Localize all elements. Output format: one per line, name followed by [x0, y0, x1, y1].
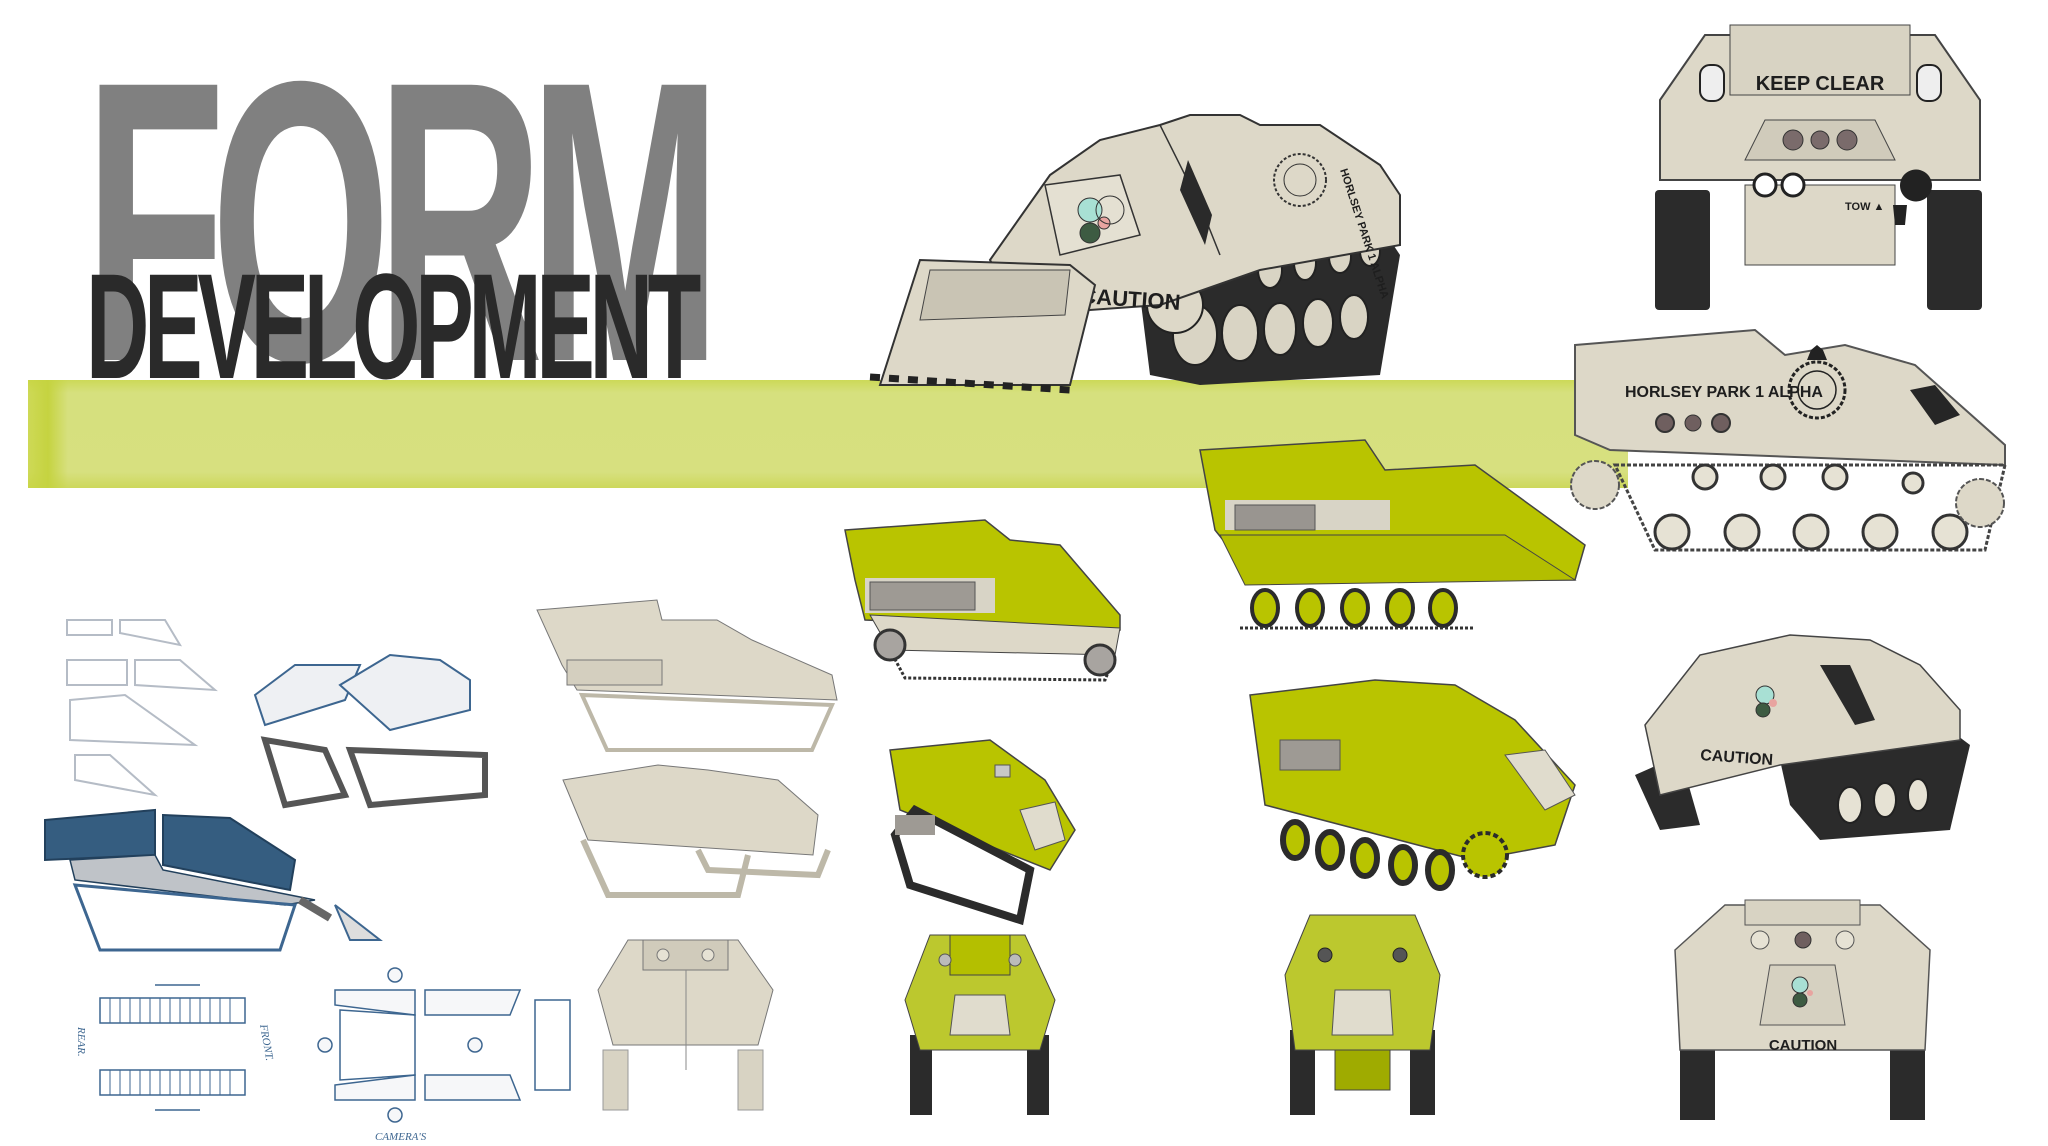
bulldozer-bucket	[869, 258, 1097, 394]
side-name-decal: HORLSEY PARK 1 ALPHA	[1625, 384, 1823, 401]
final-iso-render: CAUTION	[1635, 634, 1970, 840]
green-side-render-large	[1199, 439, 1586, 630]
nsw-rfs-emblem	[1787, 345, 1847, 420]
green-iso-render-small	[889, 739, 1076, 926]
green-iso-render-large	[1249, 679, 1576, 891]
green-front-render-large	[1284, 914, 1441, 1115]
final-front-render: CAUTION	[1674, 899, 1931, 1120]
sketch-top-view-cameras: CAMERA'S	[317, 967, 571, 1143]
stripe-decal	[1910, 385, 1960, 425]
caution-decal: CAUTION	[1769, 1037, 1837, 1054]
sketch-side-blue	[44, 808, 383, 952]
left-track	[1655, 190, 1710, 310]
bulldozer-iso-render: CAUTION HORLSEY PARK 1 ALPHA	[869, 114, 1401, 394]
sketch-top-view-tracks: REAR. FRONT.	[75, 984, 275, 1111]
track-outline	[1612, 463, 2007, 552]
sketch-iso-chassis	[253, 653, 488, 809]
keep-clear-decal: KEEP CLEAR	[1756, 73, 1885, 95]
sketch-panels	[66, 619, 218, 797]
front-label: FRONT.	[257, 1022, 275, 1061]
beige-side-render	[536, 599, 838, 752]
nsw-emblem	[1273, 153, 1327, 207]
cameras-label: CAMERA'S	[375, 1131, 427, 1143]
green-side-render-small	[844, 519, 1121, 682]
right-track	[1927, 190, 1982, 310]
rear-label: REAR.	[75, 1026, 87, 1057]
beige-front-render	[597, 939, 774, 1111]
caution-decal: CAUTION	[1700, 747, 1774, 769]
tow-decal: TOW ▲	[1845, 201, 1884, 213]
title-form: FORM	[84, 0, 722, 445]
side-view-render: HORLSEY PARK 1 ALPHA	[1570, 328, 2007, 552]
title-development: DEVELOPMENT	[86, 242, 701, 410]
green-front-render-small	[904, 934, 1056, 1115]
beige-iso-render	[562, 764, 831, 898]
skull-decal-icon	[1893, 169, 1932, 225]
brush-edge	[28, 380, 68, 488]
rear-view-render: KEEP CLEAR TOW ▲	[1655, 24, 1982, 310]
camera-icon	[387, 967, 403, 983]
